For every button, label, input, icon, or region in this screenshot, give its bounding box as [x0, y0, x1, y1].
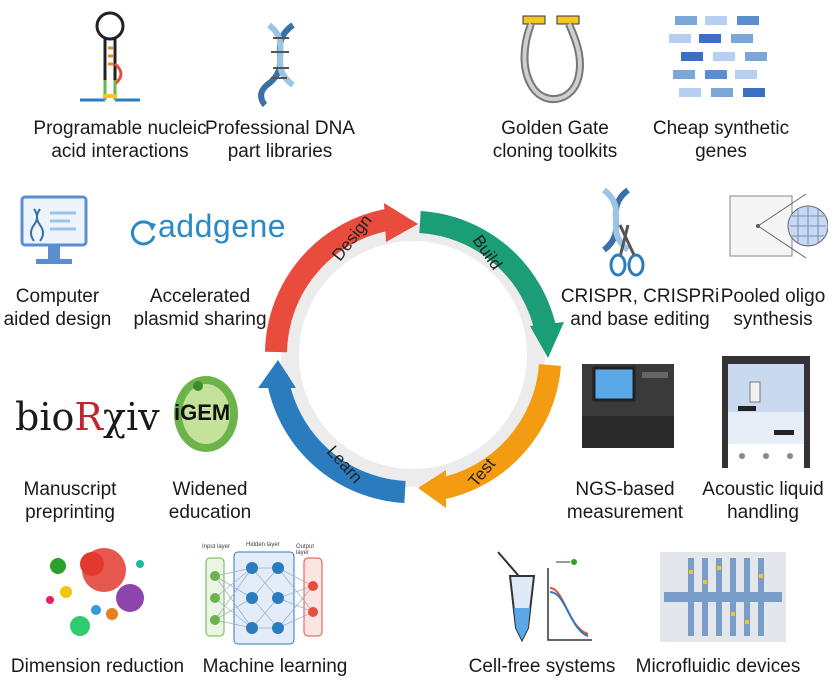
label-synthetic-genes: Cheap synthetic genes	[636, 117, 806, 163]
igem-wordmark: iGEM	[174, 400, 231, 425]
label-line: Cell-free systems	[468, 656, 616, 677]
label-manuscript: Manuscript preprinting	[10, 478, 130, 524]
cycle-hole	[299, 241, 527, 469]
tsne-plot-icon	[38, 540, 158, 642]
label-microfluidic: Microfluidic devices	[628, 655, 808, 678]
network-graph	[205, 551, 323, 645]
monitor-icon	[20, 195, 88, 264]
label-acoustic: Acoustic liquid handling	[696, 478, 830, 524]
label-programable: Programable nucleic acid interactions	[20, 117, 220, 163]
hidden-layer-label: Hidden layer	[246, 542, 280, 548]
igem-logo: iGEM	[170, 372, 242, 454]
plasmid-icon	[520, 15, 584, 104]
biorxiv-wordmark-b: R	[74, 395, 103, 439]
label-line: Widened	[172, 479, 248, 500]
label-ml: Machine learning	[200, 655, 350, 678]
addgene-logo: addgene	[128, 208, 286, 252]
label-computer-design: Computer aided design	[0, 285, 115, 331]
biorxiv-wordmark-c: χiv	[102, 395, 160, 439]
liquid-handler-icon	[722, 356, 810, 468]
label-line: Acoustic liquid	[702, 479, 824, 500]
design-arrowhead	[384, 203, 418, 242]
label-cellfree: Cell-free systems	[462, 655, 622, 678]
test-arrowhead	[418, 470, 446, 508]
design-arc	[265, 208, 394, 353]
label-line: Programable nucleic	[33, 118, 207, 139]
label-line: education	[168, 502, 252, 523]
label-ngs: NGS-based measurement	[555, 478, 695, 524]
learn-arc	[266, 374, 406, 503]
test-arc	[437, 363, 561, 500]
label-pooled: Pooled oligo synthesis	[718, 285, 828, 331]
label-golden-gate: Golden Gate cloning toolkits	[480, 117, 630, 163]
tube-curve-icon	[497, 551, 592, 643]
label-line: acid interactions	[51, 141, 189, 162]
rna-hairpin-icon	[80, 11, 140, 102]
label-line: Machine learning	[202, 656, 348, 677]
label-crispr: CRISPR, CRISPRi and base editing	[560, 285, 720, 331]
label-line: NGS-based	[575, 479, 675, 500]
build-arc	[419, 211, 557, 335]
build-arrowhead	[530, 322, 564, 358]
dna-helix-icon	[258, 22, 295, 108]
addgene-wordmark: addgene	[158, 208, 287, 244]
label-line: handling	[727, 502, 799, 523]
output-layer-label: Output layer	[296, 544, 315, 556]
sequencer-icon	[582, 364, 674, 448]
label-line: preprinting	[25, 502, 115, 523]
input-layer-label: Input layer	[202, 544, 231, 550]
biorxiv-wordmark-a: bio	[15, 395, 75, 439]
label-line: Manuscript	[23, 479, 117, 500]
label-line: Computer	[15, 286, 100, 307]
label-line: Golden Gate	[501, 118, 609, 139]
label-line: synthesis	[733, 309, 813, 330]
label-line: and base editing	[570, 309, 710, 330]
label-line: part libraries	[227, 141, 333, 162]
label-education: Widened education	[155, 478, 265, 524]
label-line: Microfluidic devices	[635, 656, 801, 677]
refresh-icon	[130, 220, 156, 246]
label-dimension: Dimension reduction	[10, 655, 185, 678]
biorxiv-logo: bioRχiv	[15, 395, 160, 445]
microfluidic-chip-icon	[660, 552, 786, 642]
learn-arrowhead	[258, 360, 296, 388]
neural-net-icon: Input layer Hidden layer Output layer	[200, 542, 328, 650]
label-line: Pooled oligo	[720, 286, 826, 307]
label-plasmid: Accelerated plasmid sharing	[125, 285, 275, 331]
label-line: genes	[695, 141, 747, 162]
label-line: CRISPR, CRISPRi	[560, 286, 720, 307]
label-line: measurement	[566, 502, 684, 523]
label-line: Professional DNA	[205, 118, 355, 139]
label-dna-lib: Professional DNA part libraries	[205, 117, 355, 163]
label-line: aided design	[3, 309, 112, 330]
label-line: Dimension reduction	[10, 656, 185, 677]
cell-icon	[174, 376, 238, 452]
label-line: cloning toolkits	[492, 141, 618, 162]
label-line: plasmid sharing	[133, 309, 267, 330]
label-line: Cheap synthetic	[652, 118, 790, 139]
gene-blocks-icon	[669, 16, 767, 97]
oligo-array-icon	[729, 193, 828, 259]
label-line: Accelerated	[149, 286, 251, 307]
crispr-scissors-icon	[602, 187, 645, 277]
